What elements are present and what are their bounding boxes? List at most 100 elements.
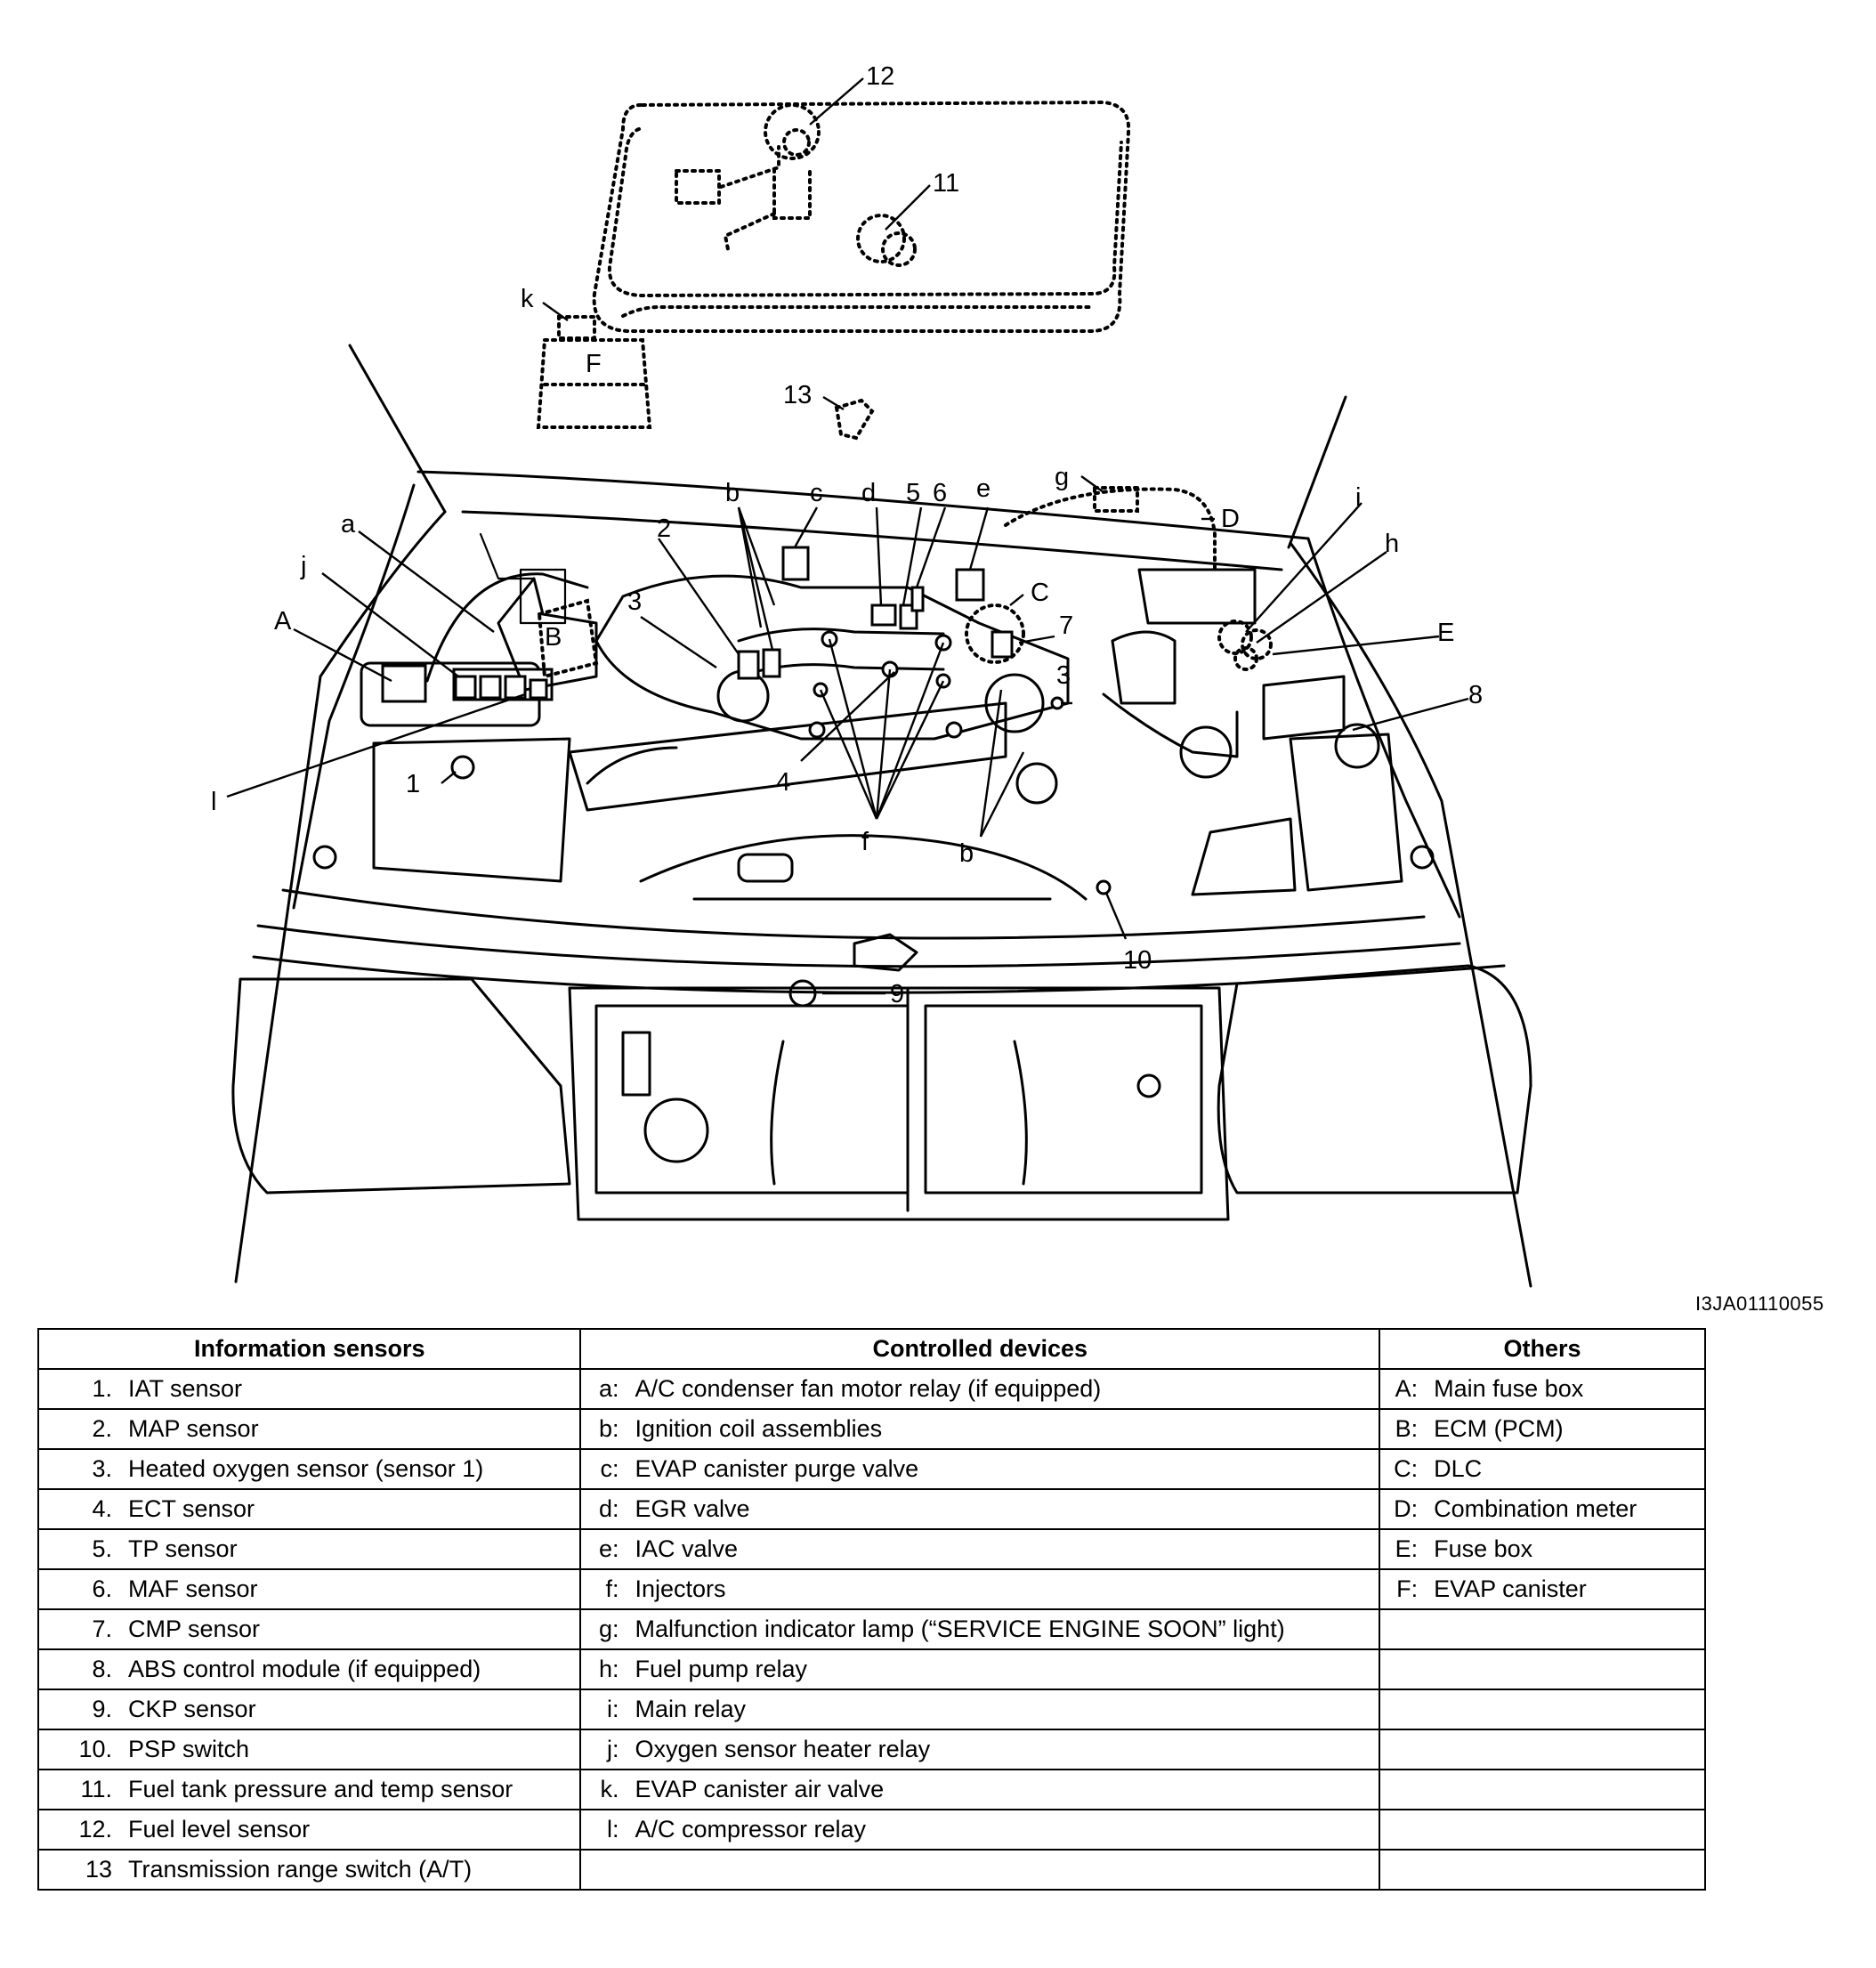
vehicle-body	[234, 344, 1532, 1288]
sensor-key: 10.	[78, 1736, 112, 1762]
device-label: IAC valve	[635, 1535, 739, 1562]
callout-E: E	[1437, 619, 1454, 647]
other-cell	[1379, 1849, 1706, 1891]
sensor-cell: 2. MAP sensor	[36, 1408, 582, 1450]
other-cell: B:ECM (PCM)	[1379, 1408, 1706, 1450]
device-key: d:	[598, 1495, 619, 1522]
device-label: Main relay	[635, 1696, 747, 1722]
device-cell: i: Main relay	[579, 1689, 1381, 1730]
callout-8: 8	[1468, 681, 1483, 709]
callout-5: 5	[906, 479, 920, 507]
other-key: F:	[1396, 1575, 1419, 1602]
callout-13: 13	[783, 381, 812, 409]
sensor-key: 12.	[78, 1816, 112, 1842]
callout-b1: b	[725, 479, 740, 507]
callout-3b: 3	[1056, 661, 1071, 690]
sensor-cell: 10.PSP switch	[36, 1729, 582, 1770]
sensor-key: 7.	[92, 1616, 112, 1642]
device-cell: f: Injectors	[579, 1568, 1381, 1610]
callout-6: 6	[933, 479, 947, 507]
device-cell: c:EVAP canister purge valve	[579, 1448, 1381, 1490]
device-cell: g: Malfunction indicator lamp (“SERVICE E…	[579, 1608, 1381, 1650]
device-key: a:	[598, 1375, 619, 1402]
sensor-cell: 9.CKP sensor	[36, 1689, 582, 1730]
sensor-label: MAF sensor	[128, 1575, 258, 1602]
callout-1: 1	[406, 770, 420, 798]
device-cell: b:Ignition coil assemblies	[579, 1408, 1381, 1450]
engine-bay-diagram: 12 11 k F 13 g D i h E 8 C 7 3 a j A B l…	[211, 62, 1532, 1288]
sensor-label: MAP sensor	[128, 1415, 259, 1442]
other-cell	[1379, 1689, 1706, 1730]
sensor-key: 5.	[92, 1535, 112, 1562]
callout-f: f	[861, 828, 869, 856]
other-key: C:	[1394, 1455, 1419, 1482]
other-label: Fuse box	[1434, 1535, 1533, 1562]
table-row: 7. CMP sensor g: Malfunction indicator lamp…	[36, 1608, 1706, 1650]
device-key: e:	[598, 1535, 619, 1562]
callout-k: k	[521, 285, 534, 313]
sensor-label: ABS control module (if equipped)	[128, 1656, 481, 1682]
sensor-key: 6.	[92, 1575, 112, 1602]
callout-a: a	[341, 510, 356, 539]
callout-h: h	[1385, 530, 1399, 558]
device-key: j:	[606, 1736, 619, 1762]
device-key: i:	[606, 1696, 619, 1722]
device-label: Ignition coil assemblies	[635, 1415, 883, 1442]
evap-canister	[536, 315, 652, 429]
other-label: EVAP canister	[1434, 1575, 1587, 1602]
sensor-key: 2.	[92, 1415, 112, 1442]
callout-F: F	[586, 350, 602, 378]
callout-11: 11	[933, 169, 959, 198]
sensor-label: Heated oxygen sensor (sensor 1)	[128, 1455, 484, 1482]
device-key: f:	[605, 1575, 619, 1602]
sensor-label: TP sensor	[128, 1535, 238, 1562]
leader-lines	[226, 77, 1469, 995]
sensor-key: 11.	[80, 1776, 112, 1802]
sensor-cell: 4.ECT sensor	[36, 1488, 582, 1530]
device-cell: k. EVAP canister air valve	[579, 1769, 1381, 1810]
device-cell: j:Oxygen sensor heater relay	[579, 1729, 1381, 1770]
sensor-cell: 11. Fuel tank pressure and temp sensor	[36, 1769, 582, 1810]
other-label: Main fuse box	[1434, 1375, 1584, 1402]
other-key: B:	[1395, 1415, 1419, 1442]
device-label: Malfunction indicator lamp (“SERVICE ENG…	[635, 1616, 1285, 1642]
legend-header-row: Information sensors Controlled devices O…	[36, 1328, 1706, 1370]
sensor-cell: 3.Heated oxygen sensor (sensor 1)	[36, 1448, 582, 1490]
header-controlled-devices: Controlled devices	[579, 1328, 1381, 1370]
callout-10: 10	[1123, 946, 1152, 975]
callout-d: d	[861, 479, 876, 507]
device-label: Fuel pump relay	[635, 1656, 808, 1682]
callout-4: 4	[776, 768, 790, 797]
sensor-cell: 7. CMP sensor	[36, 1608, 582, 1650]
callout-labels: 12 11 k F 13 g D i h E 8 C 7 3 a j A B l…	[211, 62, 1483, 1008]
table-row: 11. Fuel tank pressure and temp sensor k. E…	[36, 1769, 1706, 1810]
sensor-label: Fuel level sensor	[128, 1816, 311, 1842]
callout-c: c	[810, 479, 823, 507]
table-row: 9.CKP sensor i: Main relay	[36, 1689, 1706, 1730]
front-end	[231, 933, 1532, 1221]
device-key: g:	[598, 1616, 619, 1642]
sensor-label: CMP sensor	[128, 1616, 261, 1642]
other-cell	[1379, 1608, 1706, 1650]
sensor-cell: 8.ABS control module (if equipped)	[36, 1648, 582, 1690]
other-key: A:	[1395, 1375, 1419, 1402]
device-key: k.	[600, 1776, 619, 1802]
legend-table: Information sensors Controlled devices O…	[36, 1328, 1706, 1891]
sensor-label: Fuel tank pressure and temp sensor	[128, 1776, 513, 1802]
device-label: Injectors	[635, 1575, 726, 1602]
device-key: l:	[606, 1816, 619, 1842]
device-key: h:	[598, 1656, 619, 1682]
other-cell	[1379, 1809, 1706, 1851]
device-label: A/C condenser fan motor relay (if equipp…	[635, 1375, 1102, 1402]
callout-g: g	[1055, 463, 1069, 491]
table-row: 8.ABS control module (if equipped) h: Fuel…	[36, 1648, 1706, 1690]
device-label: EVAP canister air valve	[635, 1776, 885, 1802]
sensor-key: 13	[85, 1856, 112, 1883]
